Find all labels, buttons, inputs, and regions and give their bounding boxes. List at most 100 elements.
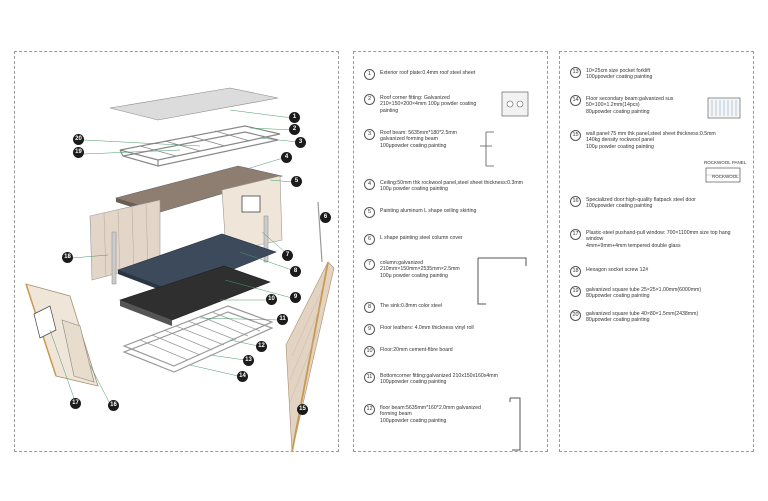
callout-7: 7 (282, 250, 293, 261)
item-text: Bottomcorner fitting:galvanized 210x150x… (380, 373, 498, 379)
item-number: 14 (570, 95, 581, 106)
item-text: 100μpowder coating painting (380, 379, 447, 386)
callout-15: 15 (297, 404, 308, 415)
callout-20: 20 (73, 134, 84, 145)
rockwool-panel-label: ROCKWOOL PANEL (704, 160, 747, 165)
callout-9: 9 (290, 292, 301, 303)
exploded-view-panel (14, 51, 339, 452)
item-number: 11 (364, 372, 375, 383)
item-text: L shape painting steel column cover (380, 235, 463, 241)
component-item: 17 Plastic-steel pushand-pull window: 700… (566, 229, 746, 249)
item-text: Exterior roof plate:0.4mm roof steel she… (380, 70, 476, 76)
callout-4: 4 (281, 152, 292, 163)
item-text: Hexagon socket screw 12# (586, 267, 649, 273)
item-text: 100μ powder coating painting (380, 186, 448, 193)
item-text: Roof beam: 5635mm*180*2.5mm (380, 130, 457, 136)
item-number: 10 (364, 346, 375, 357)
component-list-left (353, 51, 548, 452)
item-text: 210×150×200×4mm 100μ powder coating (380, 101, 477, 108)
item-text: 100μpowder coating painting (586, 74, 653, 81)
item-text: Painting aluminum L shape ceiling skirti… (380, 208, 477, 214)
item-text: 10×25cm size pocket forklift (586, 68, 651, 74)
component-item: 11 Bottomcorner fitting:galvanized 210x15… (360, 372, 540, 386)
callout-10: 10 (266, 294, 277, 305)
callout-11: 11 (277, 314, 288, 325)
item-text: 100μ powder coating painting (586, 143, 654, 150)
callout-17: 17 (70, 398, 81, 409)
component-item: 5 Painting aluminum L shape ceiling skirt… (360, 207, 540, 218)
item-text: Floor leathers: 4.0mm thickness vinyl ro… (380, 325, 474, 331)
item-text: Plastic-steel pushand-pull window: 700×1… (586, 230, 731, 236)
item-text: 100μ powder coating painting (380, 272, 448, 279)
item-text: 80μpowder coating painting (586, 317, 650, 324)
component-item: 15 wall panel:75 mm thk panel,steel sheet… (566, 130, 746, 150)
callout-2: 2 (289, 124, 300, 135)
item-text: 100μpowder coating painting (380, 417, 447, 424)
item-number: 2 (364, 94, 375, 105)
item-number: 12 (364, 404, 375, 415)
roof-plate (109, 87, 279, 121)
item-number: 16 (570, 196, 581, 207)
item-text: forming beam (380, 411, 412, 418)
item-text: wall panel:75 mm thk panel,steel sheet t… (586, 131, 716, 137)
item-text: 100μpowder coating painting (586, 203, 653, 210)
item-number: 20 (570, 310, 581, 321)
column-cover (317, 201, 323, 263)
callout-19: 19 (73, 147, 84, 158)
component-item: 1 Exterior roof plate:0.4mm roof steel sh… (360, 69, 540, 80)
item-text: 4mm+9mm+4mm tempered double glass (586, 242, 681, 249)
callout-12: 12 (256, 341, 267, 352)
component-item: 12 floor beam:5635mm*160*2.0mm galvanized… (360, 404, 540, 424)
front-wall-with-door (25, 283, 99, 387)
item-text: Specialized door:high-quality flatpack s… (586, 197, 696, 203)
callout-1: 1 (289, 112, 300, 123)
item-number: 8 (364, 302, 375, 313)
item-text: 100μpowder coating painting (380, 142, 447, 149)
item-number: 3 (364, 129, 375, 140)
item-text: floor beam:5635mm*160*2.0mm galvanized (380, 405, 481, 411)
item-number: 4 (364, 179, 375, 190)
item-number: 18 (570, 266, 581, 277)
item-text: Ceiling:50mm thk rockwool panel,steel sh… (380, 180, 524, 186)
wall-panel (285, 261, 335, 453)
callout-3: 3 (295, 137, 306, 148)
callout-18: 18 (62, 252, 73, 263)
item-text: galvanized square tube 25×25×1.00mm(6000… (586, 287, 702, 293)
item-number: 17 (570, 229, 581, 240)
column (111, 231, 117, 285)
item-text: 210mm×150mm×2535mm×2.5mm (380, 266, 460, 273)
component-item: 10 Floor:20mm cement-fibre board (360, 346, 540, 357)
item-text: column:galvanized (380, 260, 423, 266)
component-list-right (559, 51, 754, 452)
item-number: 19 (570, 286, 581, 297)
callout-16: 16 (108, 400, 119, 411)
component-item: 19 galvanized square tube 25×25×1.00mm(60… (566, 286, 746, 300)
item-number: 1 (364, 69, 375, 80)
item-text: 80μpowder coating painting (586, 108, 650, 115)
item-text: painting (380, 107, 399, 114)
item-text: galvanized square tube 40×80×1.5mm(2438m… (586, 311, 699, 317)
item-text: 140kg density rockwool panel (586, 137, 655, 144)
callout-14: 14 (237, 371, 248, 382)
item-text: 80μpowder coating painting (586, 293, 650, 300)
component-item: 20 galvanized square tube 40×80×1.5mm(243… (566, 310, 746, 324)
floor-leather (117, 233, 277, 293)
item-text: Floor:20mm cement-fibre board (380, 347, 453, 353)
item-number: 15 (570, 130, 581, 141)
component-item: 8 The sink:0.8mm color steel (360, 302, 540, 313)
item-number: 5 (364, 207, 375, 218)
callout-6: 6 (320, 212, 331, 223)
item-text: Floor secondary beam:galvanized sus (586, 96, 674, 102)
leader-lines (49, 109, 299, 405)
item-number: 7 (364, 259, 375, 270)
floor-frame (122, 305, 274, 373)
item-text: The sink:0.8mm color steel (380, 303, 442, 309)
